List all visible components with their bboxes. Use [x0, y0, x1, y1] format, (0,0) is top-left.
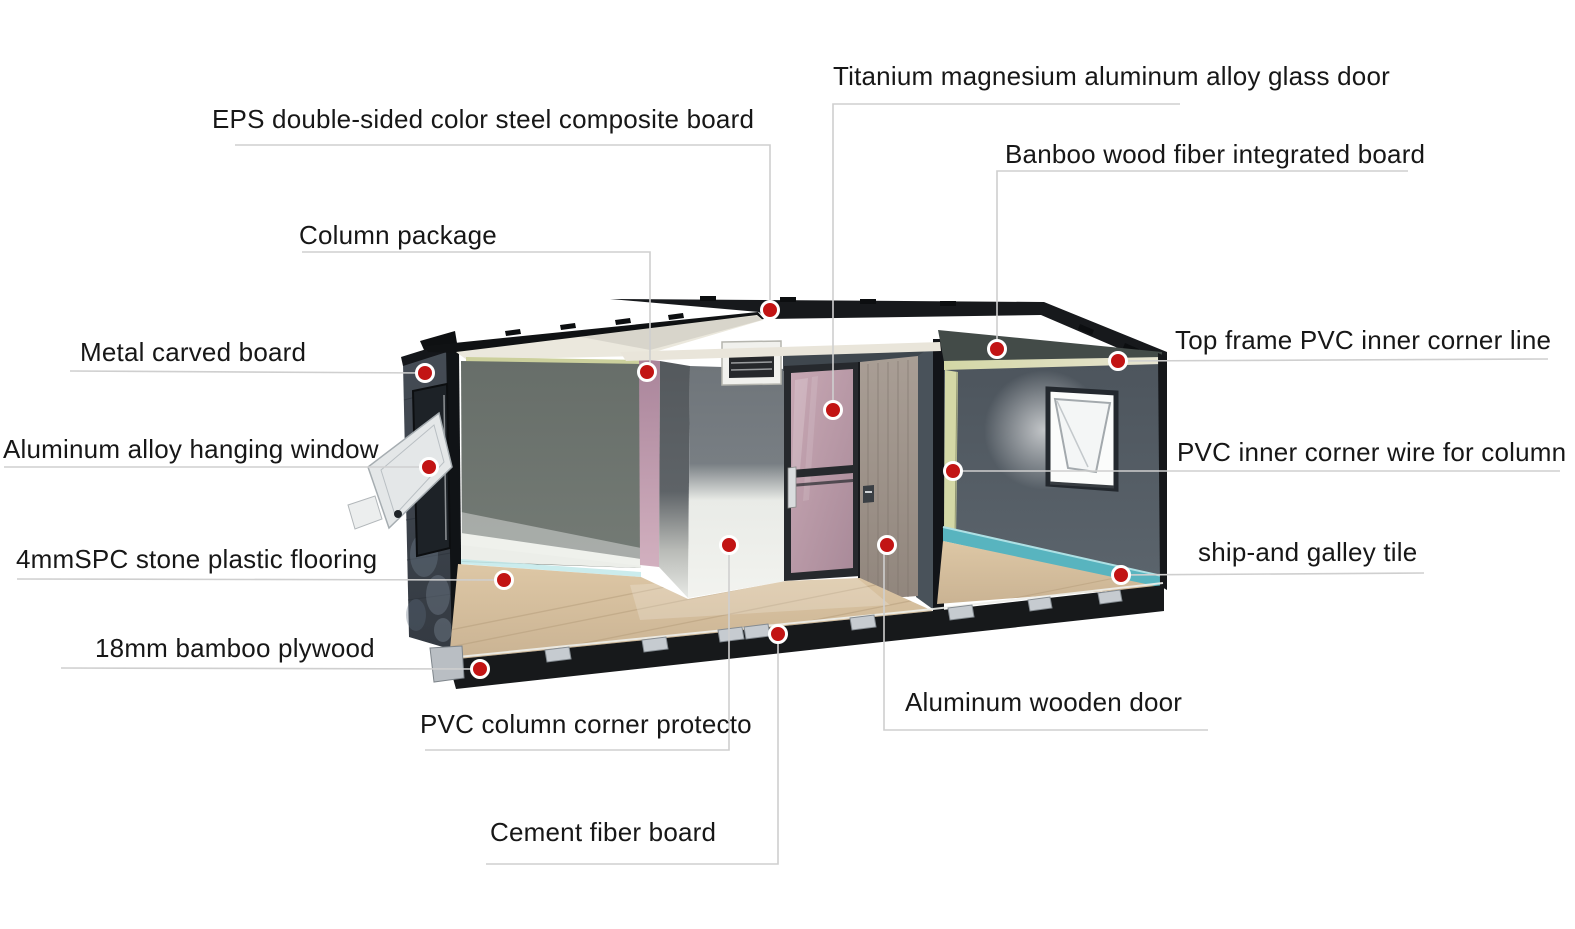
pink-column: [639, 359, 660, 567]
roof-left: [425, 312, 764, 353]
label-bamboo-plywood: 18mm bamboo plywood: [95, 633, 375, 663]
glass-door: [784, 362, 860, 581]
window-handle: [394, 510, 402, 518]
connector-bamboo-plywood: [60, 667, 481, 670]
connector-aluminum-door: [883, 545, 1208, 731]
connector-top-frame: [1117, 358, 1549, 362]
callout-dot-cement-board: [768, 624, 788, 644]
label-hanging-window: Aluminum alloy hanging window: [3, 434, 379, 464]
connector-column-package: [302, 251, 651, 372]
connector-cement-board: [486, 634, 779, 865]
callout-dot-spc-flooring: [494, 570, 514, 590]
cyan-skirting-left: [461, 559, 641, 577]
label-aluminum-door: Aluminum wooden door: [905, 687, 1183, 717]
callout-dot-eps-board: [760, 300, 780, 320]
label-spc-flooring: 4mmSPC stone plastic flooring: [16, 544, 378, 574]
label-eps-board: EPS double-sided color steel composite b…: [212, 104, 755, 134]
label-cement-board: Cement fiber board: [490, 817, 717, 847]
connector-metal-carved: [69, 370, 426, 374]
callout-dot-metal-carved: [415, 363, 435, 383]
callout-dot-pvc-wire: [943, 461, 963, 481]
connector-banboo-board: [996, 170, 1408, 349]
top-frame-strip-right: [944, 357, 1162, 371]
corner-foot: [429, 645, 465, 683]
window-sill-piece: [347, 495, 383, 530]
label-column-package: Column package: [299, 220, 497, 250]
corner-strip-right: [944, 370, 958, 541]
callout-dot-hanging-window: [419, 457, 439, 477]
label-top-frame: Top frame PVC inner corner line: [1175, 325, 1552, 355]
callout-dot-aluminum-door: [877, 535, 897, 555]
connector-lines: [4, 103, 1560, 865]
hanging-window-sash: [367, 411, 453, 530]
callout-dots: [415, 300, 1131, 679]
wooden-door: [858, 356, 918, 600]
column-side-face: [659, 361, 690, 598]
callout-dot-ship-galley: [1111, 565, 1131, 585]
wall-right-of-door: [916, 345, 934, 610]
hanging-window-assembly: [347, 382, 453, 558]
connector-eps-board: [235, 144, 771, 310]
callout-dot-banboo-board: [987, 339, 1007, 359]
roof-overhang: [420, 331, 457, 350]
base-highlight: [447, 582, 1164, 659]
callout-dot-bamboo-plywood: [470, 659, 490, 679]
wooden-door-handle: [863, 485, 874, 503]
callout-dot-titanium-door: [823, 400, 843, 420]
label-titanium-door: Titanium magnesium aluminum alloy glass …: [833, 61, 1390, 91]
label-ship-galley: ship-and galley tile: [1198, 537, 1418, 567]
connector-titanium-door: [832, 103, 1180, 410]
callout-dot-top-frame: [1108, 351, 1128, 371]
connector-pvc-protector: [425, 545, 730, 751]
fascia-center: [620, 342, 941, 361]
callout-dot-pvc-protector: [719, 535, 739, 555]
connector-spc-flooring: [16, 578, 505, 581]
base-brackets: [544, 589, 1123, 663]
ceiling-shadow: [560, 316, 762, 350]
ceiling-left: [456, 315, 763, 360]
partition-edge: [933, 339, 944, 612]
label-metal-carved: Metal carved board: [80, 337, 307, 367]
label-banboo-board: Banboo wood fiber integrated board: [1005, 139, 1426, 169]
base-frame: [429, 582, 1164, 689]
label-pvc-wire: PVC inner corner wire for column: [1177, 437, 1567, 467]
recessed-wall: [688, 366, 786, 598]
skirting-left: [461, 533, 641, 568]
back-wall-left: [461, 361, 641, 577]
label-pvc-protector: PVC column corner protecto: [420, 709, 752, 739]
right-window: [1045, 386, 1119, 492]
connector-ship-galley: [1120, 572, 1425, 576]
window-open-sash: [1053, 397, 1112, 474]
callout-dot-column-package: [637, 362, 657, 382]
glass-door-handle: [787, 466, 797, 509]
